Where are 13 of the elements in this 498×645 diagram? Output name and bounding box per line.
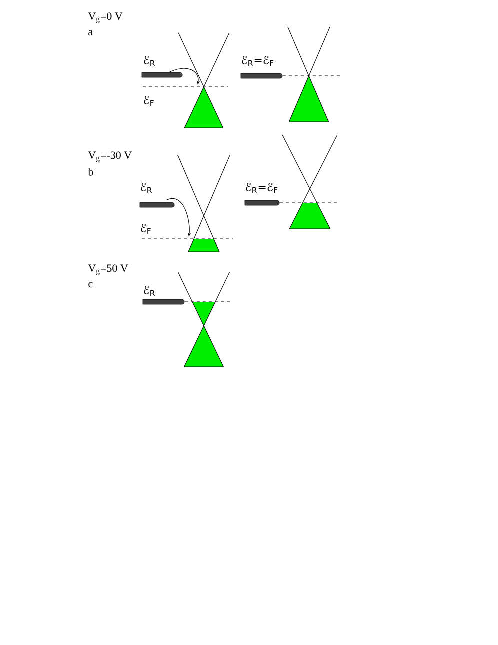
voltage-label: V$_{g}$=0 V bbox=[88, 12, 123, 24]
energy-label: ℰ$_{R}$ bbox=[144, 56, 155, 66]
panel-letter: b bbox=[88, 168, 94, 176]
panel-letter: c bbox=[88, 282, 93, 288]
panel-letter: a bbox=[88, 30, 93, 36]
energy-label: ℰ$_{F}$ bbox=[144, 96, 154, 106]
energy-label: ℰ$_{R}$ bbox=[141, 183, 152, 193]
voltage-label: V$_{g}$=-30 V bbox=[88, 152, 132, 162]
energy-label: ℰ$_{F}$ bbox=[141, 224, 151, 234]
energy-label: ℰ$_{R}$=ℰ$_{F}$ bbox=[242, 56, 274, 66]
voltage-label: V$_{g}$=50 V bbox=[88, 264, 128, 276]
energy-label: ℰ$_{R}$ bbox=[144, 286, 155, 296]
energy-label: ℰ$_{R}$=ℰ$_{F}$ bbox=[246, 183, 278, 193]
